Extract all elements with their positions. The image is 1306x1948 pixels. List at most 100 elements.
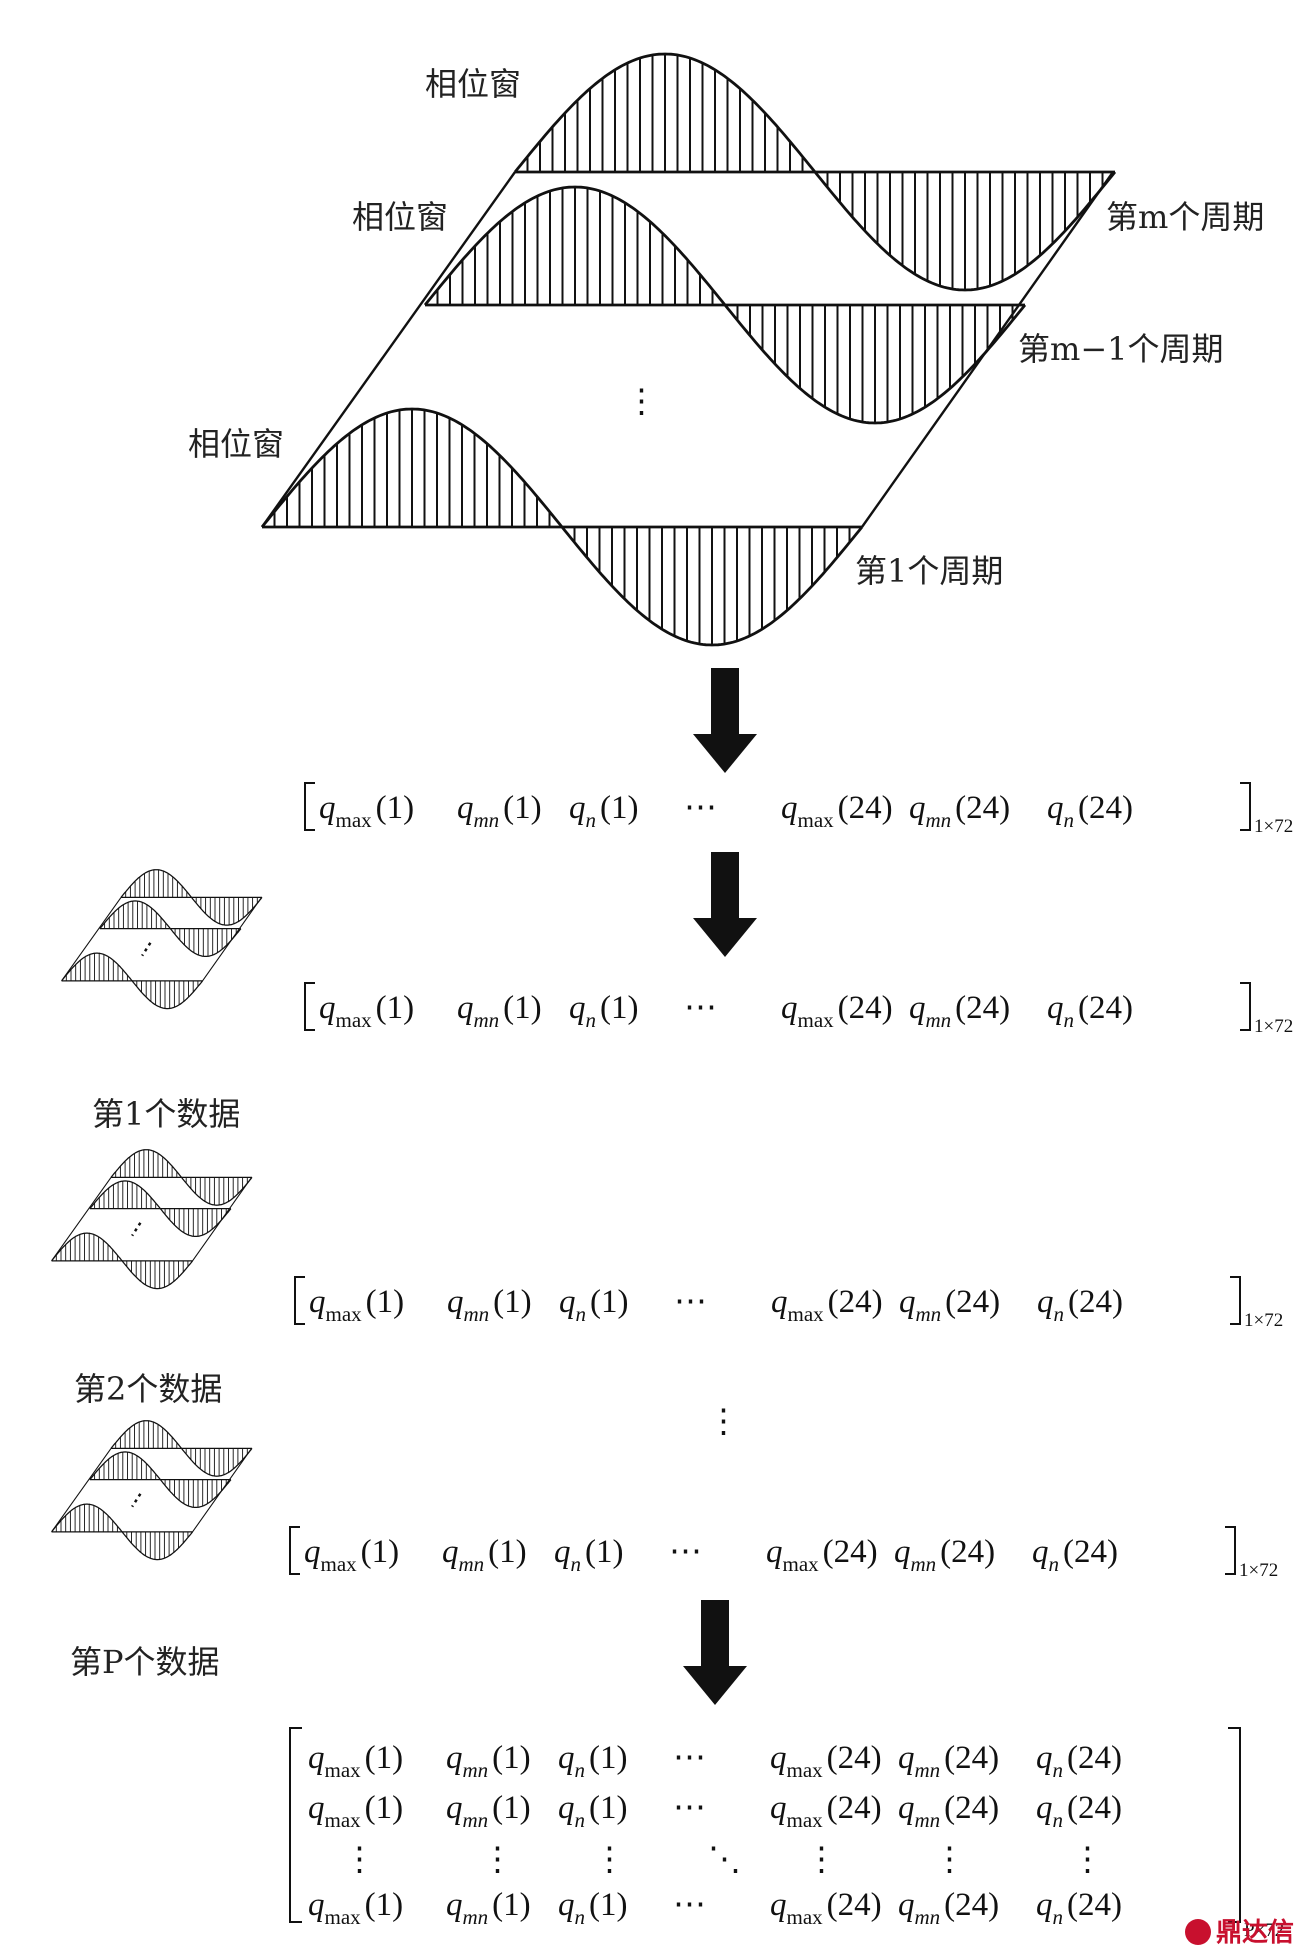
term-max-1-argument: (1) (376, 790, 414, 826)
matrix-vdots: ⋮ (481, 1842, 514, 1878)
down-arrow-1 (693, 668, 757, 773)
down-arrow-3 (683, 1600, 747, 1705)
term-mn-1-symbol: q (447, 1284, 464, 1320)
term-n-24: qn(24) (1036, 1740, 1122, 1782)
term-mn-24-subscript: mn (916, 1302, 942, 1326)
term-n-24-argument: (24) (1078, 990, 1133, 1026)
term-mn-1: qmn(1) (446, 1740, 531, 1782)
arrow-shaft (711, 668, 739, 738)
term-max-1: qmax(1) (308, 1740, 403, 1782)
term-mn-1-symbol: q (446, 1740, 463, 1776)
term-max-24-subscript: max (788, 1302, 825, 1326)
term-n-24-subscript: n (1053, 1905, 1064, 1929)
data-2-label: 第2个数据 (74, 1370, 222, 1408)
term-max-24-symbol: q (766, 1534, 783, 1570)
term-mn-1-subscript: mn (459, 1552, 485, 1576)
term-mn-1-subscript: mn (464, 1302, 490, 1326)
data-thumbnail-p (51, 1420, 253, 1561)
term-max-1-symbol: q (308, 1740, 325, 1776)
term-n-1-symbol: q (558, 1887, 575, 1923)
term-mn-24: qmn(24) (909, 990, 1010, 1032)
term-max-1: qmax(1) (319, 790, 414, 832)
term-n-24-argument: (24) (1078, 790, 1133, 826)
period-1-label: 第1个周期 (855, 552, 1003, 590)
term-max-1-symbol: q (319, 990, 336, 1026)
cdots: ⋯ (673, 1790, 706, 1826)
cdots: ⋯ (684, 790, 717, 826)
stack-left-edge (261, 171, 516, 528)
matrix-vdots: ⋮ (593, 1842, 626, 1878)
term-mn-24-argument: (24) (955, 990, 1010, 1026)
term-n-1-subscript: n (576, 1302, 587, 1326)
term-mn-24-subscript: mn (915, 1758, 941, 1782)
term-mn-24-subscript: mn (926, 808, 952, 832)
matrix-vdots: ⋮ (805, 1842, 838, 1878)
term-mn-1-subscript: mn (463, 1905, 489, 1929)
term-mn-24-symbol: q (898, 1740, 915, 1776)
term-max-1: qmax(1) (308, 1790, 403, 1832)
term-mn-24-argument: (24) (945, 1284, 1000, 1320)
term-mn-24: qmn(24) (898, 1887, 999, 1929)
term-max-1-symbol: q (304, 1534, 321, 1570)
logo-text: 鼎达信 (1216, 1918, 1294, 1948)
right-bracket (1225, 1526, 1236, 1575)
period-1-wave-hatching (55, 1233, 189, 1289)
matrix-ddots: ⋱ (708, 1842, 741, 1878)
cdots: ⋯ (674, 1284, 707, 1320)
period-1-wave-hatching (273, 409, 851, 645)
period-m-label: 第m个周期 (1106, 198, 1264, 236)
term-n-24-symbol: q (1036, 1887, 1053, 1923)
term-mn-24-argument: (24) (944, 1790, 999, 1826)
term-mn-24-symbol: q (894, 1534, 911, 1570)
term-max-1-subscript: max (325, 1905, 362, 1929)
term-max-1-symbol: q (308, 1887, 325, 1923)
term-n-1-symbol: q (559, 1284, 576, 1320)
term-n-24-subscript: n (1054, 1302, 1065, 1326)
term-mn-24: qmn(24) (898, 1740, 999, 1782)
term-n-24-subscript: n (1064, 808, 1075, 832)
term-n-24-symbol: q (1037, 1284, 1054, 1320)
term-n-1-subscript: n (575, 1758, 586, 1782)
term-n-1-argument: (1) (589, 1790, 627, 1826)
term-n-1: qn(1) (559, 1284, 628, 1326)
cdots: ⋯ (673, 1887, 706, 1923)
vector-size: 1×72 (1244, 1310, 1283, 1331)
period-m-1-wave-hatching (104, 901, 237, 957)
term-n-24: qn(24) (1047, 790, 1133, 832)
term-n-1: qn(1) (554, 1534, 623, 1576)
term-n-24-symbol: q (1036, 1790, 1053, 1826)
term-max-1-argument: (1) (361, 1534, 399, 1570)
period-1-wave-hatching (55, 1504, 189, 1560)
term-max-24-argument: (24) (838, 990, 893, 1026)
term-max-24-subscript: max (787, 1905, 824, 1929)
term-max-24-symbol: q (770, 1887, 787, 1923)
matrix-right-bracket (1228, 1727, 1241, 1923)
term-n-1-symbol: q (554, 1534, 571, 1570)
phase-window-label-top: 相位窗 (425, 65, 521, 103)
term-mn-1-symbol: q (457, 990, 474, 1026)
matrix-vdots: ⋮ (933, 1842, 966, 1878)
stack-left-edge (51, 1177, 112, 1262)
period-m-wave-hatching (125, 869, 258, 925)
left-bracket (289, 1526, 300, 1575)
term-n-1: qn(1) (569, 990, 638, 1032)
term-mn-24-argument: (24) (955, 790, 1010, 826)
term-n-24-argument: (24) (1067, 1887, 1122, 1923)
feature-vector-period: qmax(1)qmn(1)qn(1)⋯qmax(24)qmn(24)qn(24)… (304, 782, 1293, 837)
term-mn-1-argument: (1) (503, 790, 541, 826)
term-max-24-symbol: q (770, 1740, 787, 1776)
term-mn-24: qmn(24) (894, 1534, 995, 1576)
term-n-1-argument: (1) (590, 1284, 628, 1320)
phase-window-label-middle: 相位窗 (352, 198, 448, 236)
term-max-1-argument: (1) (376, 990, 414, 1026)
period-1-wave-hatching (65, 953, 199, 1009)
term-n-24-symbol: q (1032, 1534, 1049, 1570)
term-max-24-argument: (24) (827, 1740, 882, 1776)
stack-left-edge (61, 897, 122, 982)
term-n-24-argument: (24) (1067, 1790, 1122, 1826)
vector-size: 1×72 (1254, 816, 1293, 837)
left-bracket (294, 1276, 305, 1325)
phase-window-label-bottom: 相位窗 (188, 425, 284, 463)
matrix-size: P×72 (1244, 1920, 1284, 1941)
